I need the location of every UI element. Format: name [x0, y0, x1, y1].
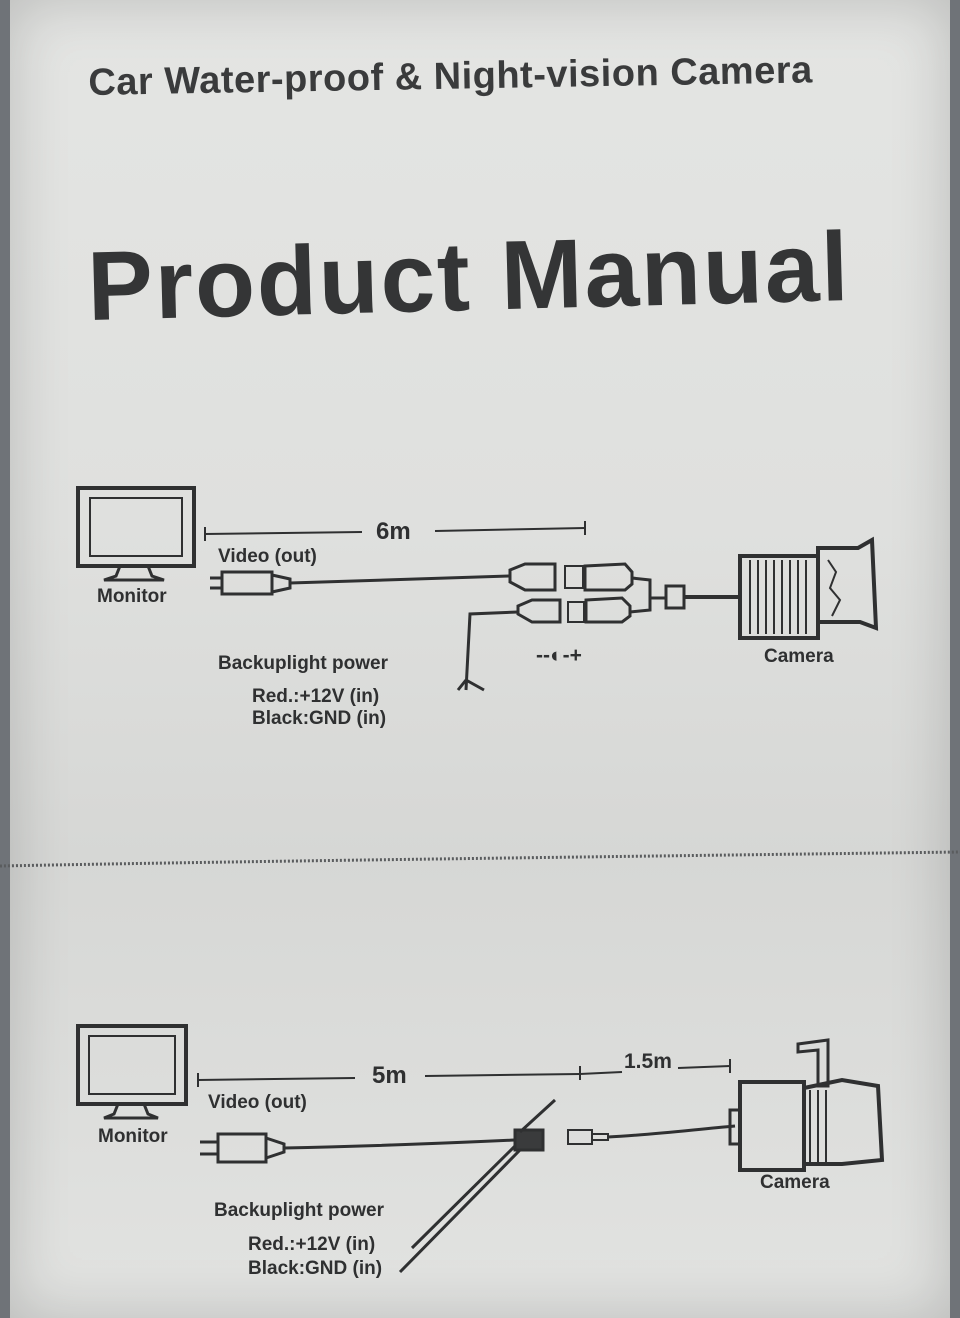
- cable-length-camera: 1.5m: [624, 1050, 672, 1073]
- video-plug-icon: [200, 1132, 286, 1164]
- wiring-diagram-top: [76, 486, 879, 692]
- video-plug-icon: [210, 570, 292, 596]
- polarity-symbol: --◐-+: [536, 644, 582, 667]
- backuplight-power-label-top: Backuplight power: [218, 653, 388, 674]
- camera-icon: [738, 536, 879, 640]
- cable-length-top: 6m: [376, 518, 411, 545]
- camera-label-top: Camera: [764, 646, 834, 667]
- video-out-label-bottom: Video (out): [208, 1092, 307, 1113]
- monitor-label-top: Monitor: [97, 586, 167, 607]
- manual-sheet: [10, 0, 950, 1318]
- cable-length-bottom: 5m: [372, 1062, 407, 1089]
- black-wire-label-bottom: Black:GND (in): [248, 1258, 383, 1279]
- monitor-label-bottom: Monitor: [98, 1126, 168, 1147]
- camera-label-bottom: Camera: [760, 1172, 830, 1193]
- black-wire-label-top: Black:GND (in): [252, 708, 387, 729]
- jack-plug-icon: [567, 1124, 736, 1145]
- video-out-label-top: Video (out): [218, 546, 317, 567]
- red-wire-label-bottom: Red.:+12V (in): [248, 1234, 376, 1255]
- backuplight-power-label-bottom: Backuplight power: [214, 1200, 384, 1221]
- cable-splitter-icon: [513, 1098, 557, 1152]
- monitor-icon: [76, 486, 196, 582]
- red-wire-label-top: Red.:+12V (in): [252, 686, 380, 707]
- camera-icon: [728, 1038, 885, 1172]
- rca-connector-icon: [508, 562, 634, 624]
- monitor-icon: [76, 1024, 188, 1120]
